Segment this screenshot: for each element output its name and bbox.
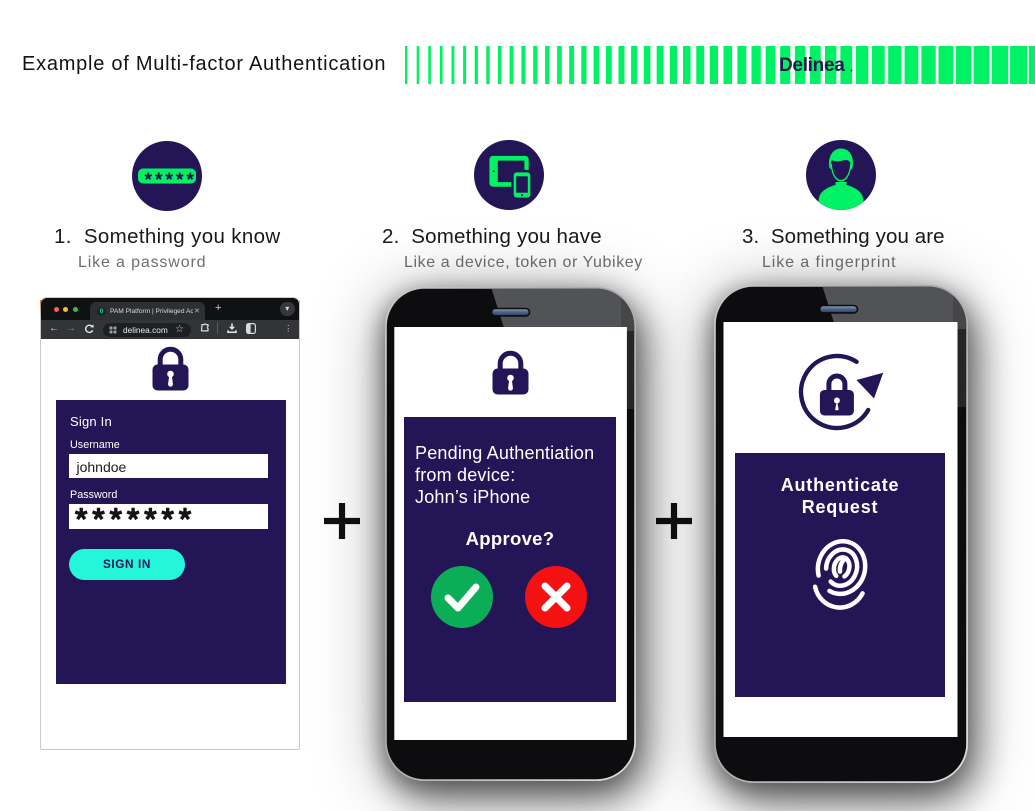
svg-text:Delinea: Delinea bbox=[779, 55, 845, 76]
